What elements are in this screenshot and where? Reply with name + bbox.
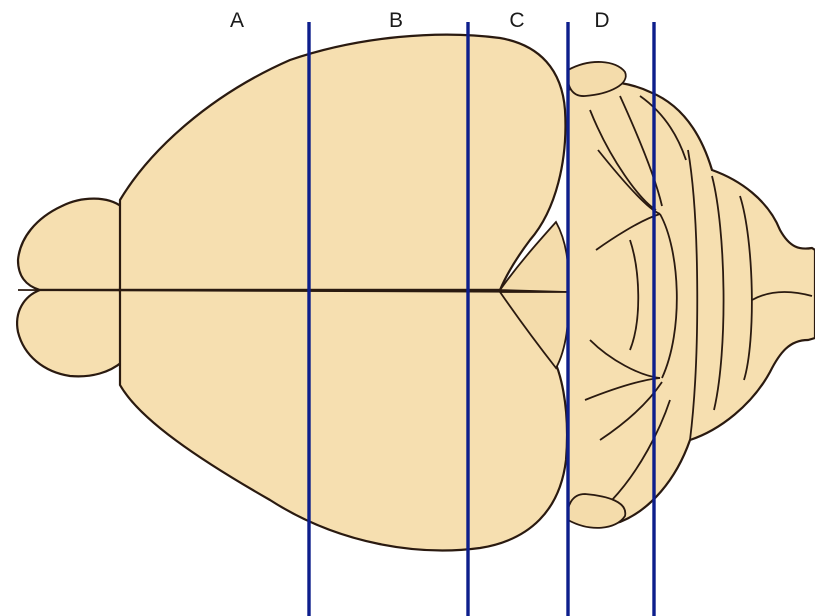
- section-labels: A B C D: [230, 9, 610, 32]
- olfactory-bulb-upper: [18, 199, 122, 290]
- section-label-a: A: [230, 9, 244, 32]
- right-hemisphere-lower: [120, 290, 567, 550]
- left-hemisphere-upper: [120, 35, 565, 290]
- olfactory-bulb-lower: [17, 290, 122, 376]
- section-label-d: D: [594, 9, 609, 32]
- section-label-c: C: [509, 9, 524, 32]
- olfactory-bulbs: [17, 199, 122, 377]
- section-label-b: B: [389, 9, 403, 32]
- cerebellum: [568, 62, 815, 528]
- cerebellum-outline: [568, 82, 815, 524]
